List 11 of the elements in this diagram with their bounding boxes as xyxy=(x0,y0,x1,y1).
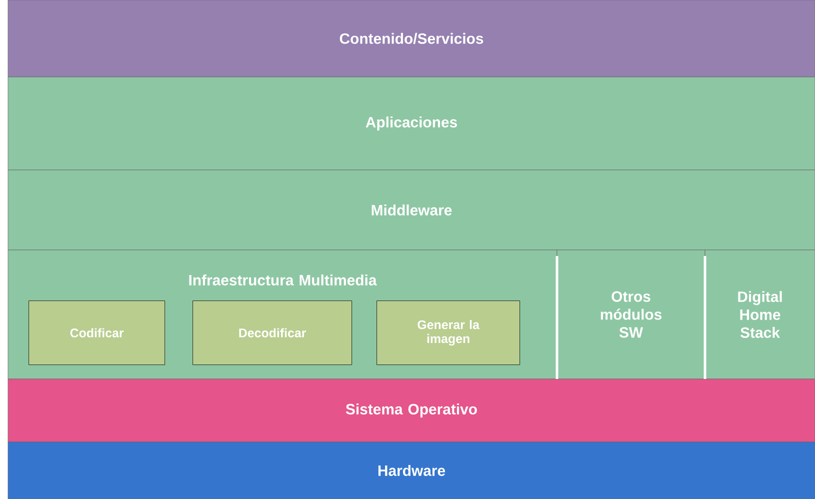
layer-band: Aplicaciones xyxy=(8,76,815,170)
node-label: Middleware xyxy=(372,204,452,216)
module-box: Generar la imagen xyxy=(376,300,520,365)
layer-band: Digital Home Stack xyxy=(704,250,815,380)
layer-band: Otros módulos SW xyxy=(556,250,706,380)
node-label: Aplicaciones xyxy=(366,116,457,130)
module-box: Codificar xyxy=(28,300,165,365)
layer-band: Sistema Operativo xyxy=(8,378,815,442)
layer-band: Hardware xyxy=(8,442,815,499)
layer-band: Contenido/Servicios xyxy=(8,0,815,78)
module-box: Decodificar xyxy=(192,300,352,365)
